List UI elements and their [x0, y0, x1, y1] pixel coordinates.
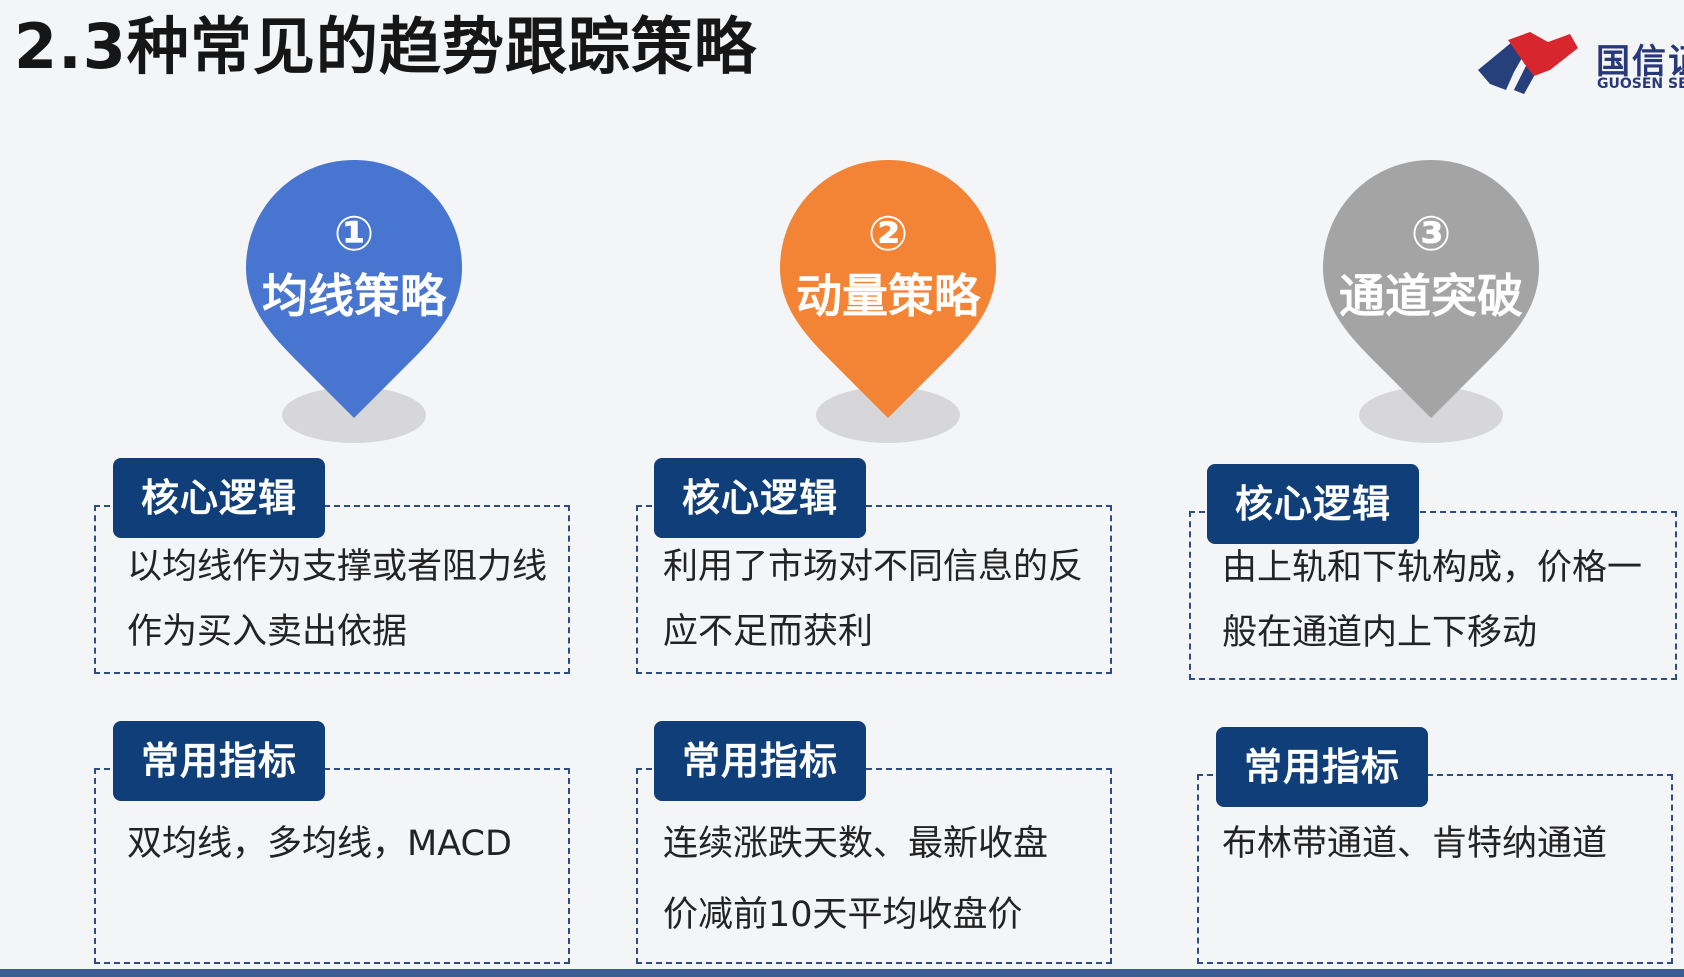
logo-name-cn: 国信证: [1596, 42, 1684, 82]
logo-mark-icon: [1478, 32, 1578, 94]
strategy-1-core-logic-tag: 核心逻辑: [113, 458, 325, 538]
strategy-2-indicator-tag: 常用指标: [654, 721, 866, 801]
strategy-3-core-logic-line-2: 般在通道内上下移动: [1222, 613, 1538, 653]
strategy-3-pin: ③ 通道突破: [1321, 160, 1541, 460]
strategy-2-pin: ② 动量策略: [778, 160, 998, 460]
bottom-bar: [0, 969, 1684, 977]
strategy-3-core-logic-tag: 核心逻辑: [1207, 464, 1419, 544]
strategy-1-indicator-box: [94, 768, 570, 964]
strategy-3-indicator-tag: 常用指标: [1216, 727, 1428, 807]
strategy-3-indicator-line-1: 布林带通道、肯特纳通道: [1222, 824, 1608, 864]
strategy-1-indicator-line-1: 双均线，多均线，MACD: [127, 824, 512, 864]
page-title: 2.3种常见的趋势跟踪策略: [14, 10, 757, 83]
strategy-1-core-logic-line-2: 作为买入卖出依据: [127, 612, 408, 652]
strategy-3-name: 通道突破: [1339, 269, 1523, 323]
strategy-3-indicator-box: [1197, 774, 1673, 964]
company-logo: 国信证 GUOSEN SEC: [1478, 28, 1684, 98]
strategy-3-core-logic-line-1: 由上轨和下轨构成，价格一: [1222, 548, 1643, 588]
strategy-1-pin: ① 均线策略: [244, 160, 464, 460]
strategy-2-indicator-line-1: 连续涨跌天数、最新收盘: [663, 824, 1049, 864]
strategy-2-core-logic-line-2: 应不足而获利: [663, 612, 874, 652]
strategy-2-indicator-box: [636, 768, 1112, 964]
strategy-1-name: 均线策略: [262, 269, 446, 323]
strategy-2-core-logic-box: [636, 505, 1112, 674]
strategy-2-number: ②: [867, 206, 909, 262]
strategy-2-core-logic-tag: 核心逻辑: [654, 458, 866, 538]
strategy-1-core-logic-box: [94, 505, 570, 674]
strategy-2-indicator-line-2: 价减前10天平均收盘价: [663, 895, 1023, 935]
strategy-1-indicator-tag: 常用指标: [113, 721, 325, 801]
strategy-3-number: ③: [1410, 206, 1452, 262]
strategy-2-name: 动量策略: [796, 269, 980, 323]
strategy-1-core-logic-line-1: 以均线作为支撑或者阻力线: [127, 547, 548, 587]
strategy-2-core-logic-line-1: 利用了市场对不同信息的反: [663, 547, 1084, 587]
logo-name-en: GUOSEN SEC: [1597, 76, 1684, 92]
strategy-1-number: ①: [333, 206, 375, 262]
strategy-3-core-logic-box: [1189, 511, 1677, 680]
